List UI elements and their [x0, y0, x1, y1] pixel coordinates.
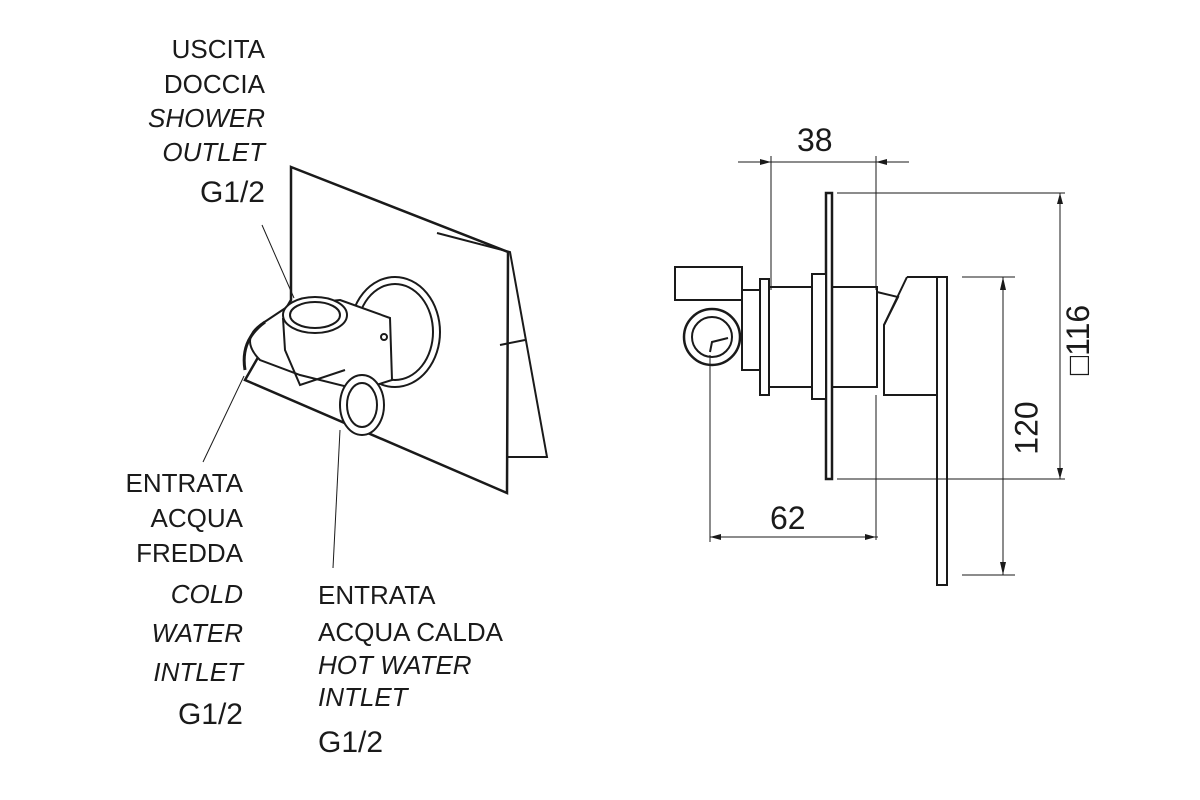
side-flange — [759, 278, 770, 396]
outlet-leader — [261, 224, 295, 299]
cold-line1: ENTRATA — [125, 468, 243, 498]
hot-size: G1/2 — [318, 726, 384, 759]
dimension-120: 120 — [1008, 401, 1045, 455]
cold-line3: FREDDA — [136, 538, 243, 568]
outlet-line4: OUTLET — [162, 137, 265, 167]
hot-leader — [332, 429, 341, 569]
outlet-line2: DOCCIA — [163, 69, 265, 99]
isometric-view — [202, 165, 549, 569]
hot-line2: ACQUA CALDA — [318, 617, 503, 647]
side-view — [674, 156, 1065, 586]
cold-size: G1/2 — [177, 698, 243, 731]
hot-line1: ENTRATA — [318, 580, 436, 610]
side-lever — [883, 276, 948, 586]
dimension-62: 62 — [770, 500, 806, 536]
dimension-116: □116 — [1060, 304, 1097, 376]
side-collar — [811, 273, 827, 400]
hot-line4: INTLET — [318, 682, 408, 712]
cold-line6: INTLET — [153, 657, 243, 687]
outlet-size: G1/2 — [199, 176, 265, 209]
cold-line2: ACQUA — [150, 503, 243, 533]
cold-inlet — [242, 320, 266, 371]
outlet-line3: SHOWER — [148, 103, 265, 133]
plate-wedge — [436, 232, 549, 458]
dimension-38: 38 — [797, 122, 833, 158]
outlet-line1: USCITA — [171, 34, 265, 64]
hot-line3: HOT WATER — [318, 650, 472, 680]
cold-line4: COLD — [170, 579, 243, 609]
cold-leader — [202, 375, 245, 463]
cold-line5: WATER — [151, 618, 243, 648]
